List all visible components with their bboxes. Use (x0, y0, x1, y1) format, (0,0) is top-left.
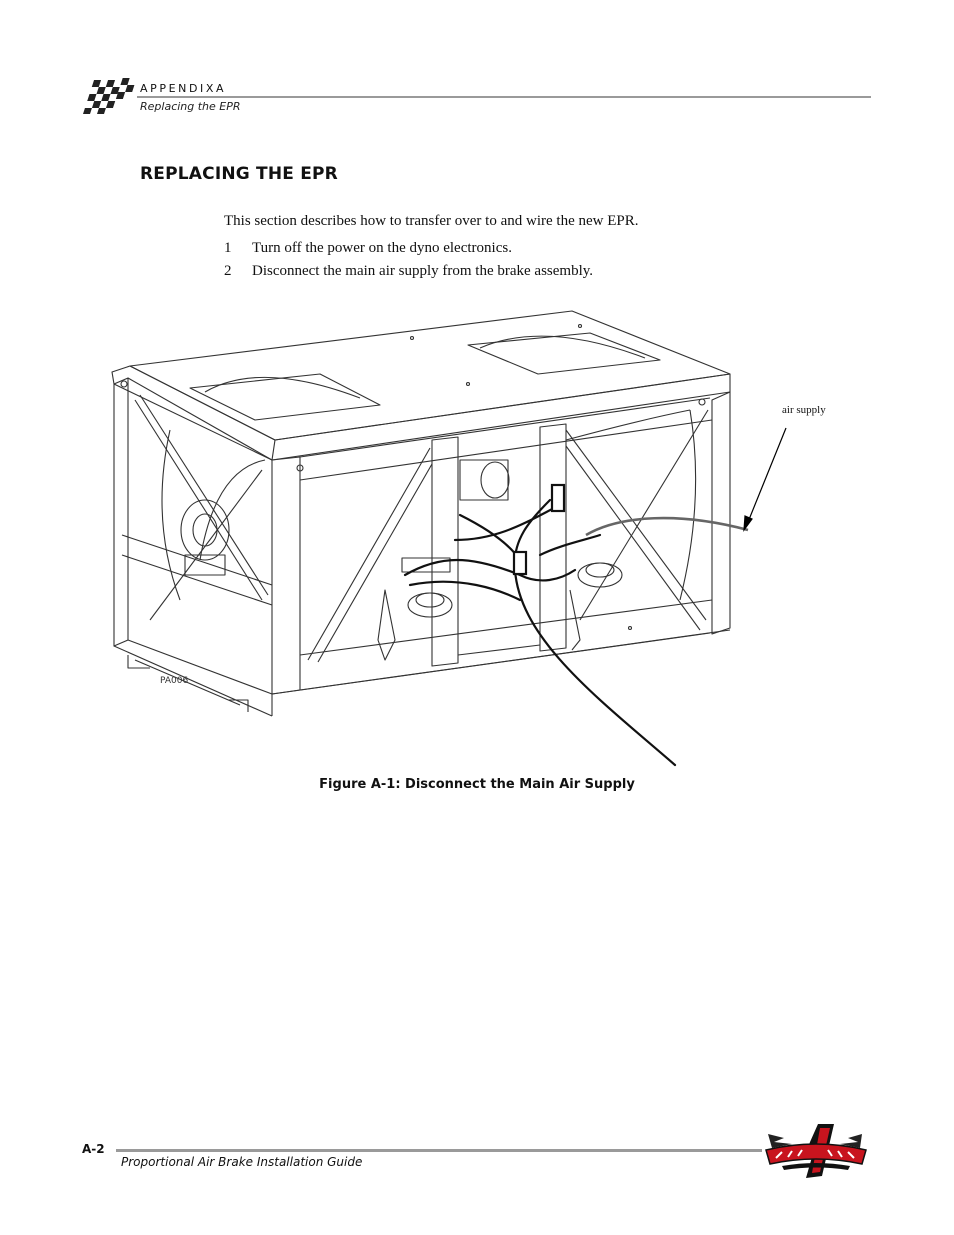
checkered-flag-icon (83, 78, 135, 114)
dynojet-logo (765, 1124, 867, 1178)
step-number: 1 (224, 240, 232, 256)
brake-assembly-drawing (111, 310, 787, 767)
appendix-label: APPENDIXA (140, 82, 227, 95)
guide-title: Proportional Air Brake Installation Guid… (121, 1155, 363, 1169)
page-number: A-2 (82, 1142, 105, 1156)
step-text: Disconnect the main air supply from the … (252, 263, 594, 279)
step-number: 2 (224, 263, 232, 279)
figure-caption: Figure A-1: Disconnect the Main Air Supp… (319, 777, 635, 792)
section-title: REPLACING THE EPR (140, 164, 338, 184)
intro-paragraph: This section describes how to transfer o… (224, 213, 639, 229)
header-rule (137, 96, 871, 98)
air-supply-callout: air supply (782, 404, 826, 416)
header-subtitle: Replacing the EPR (140, 100, 241, 113)
footer-rule (116, 1149, 762, 1152)
drawing-code: PA006 (160, 676, 189, 686)
step-text: Turn off the power on the dyno electroni… (252, 240, 512, 256)
